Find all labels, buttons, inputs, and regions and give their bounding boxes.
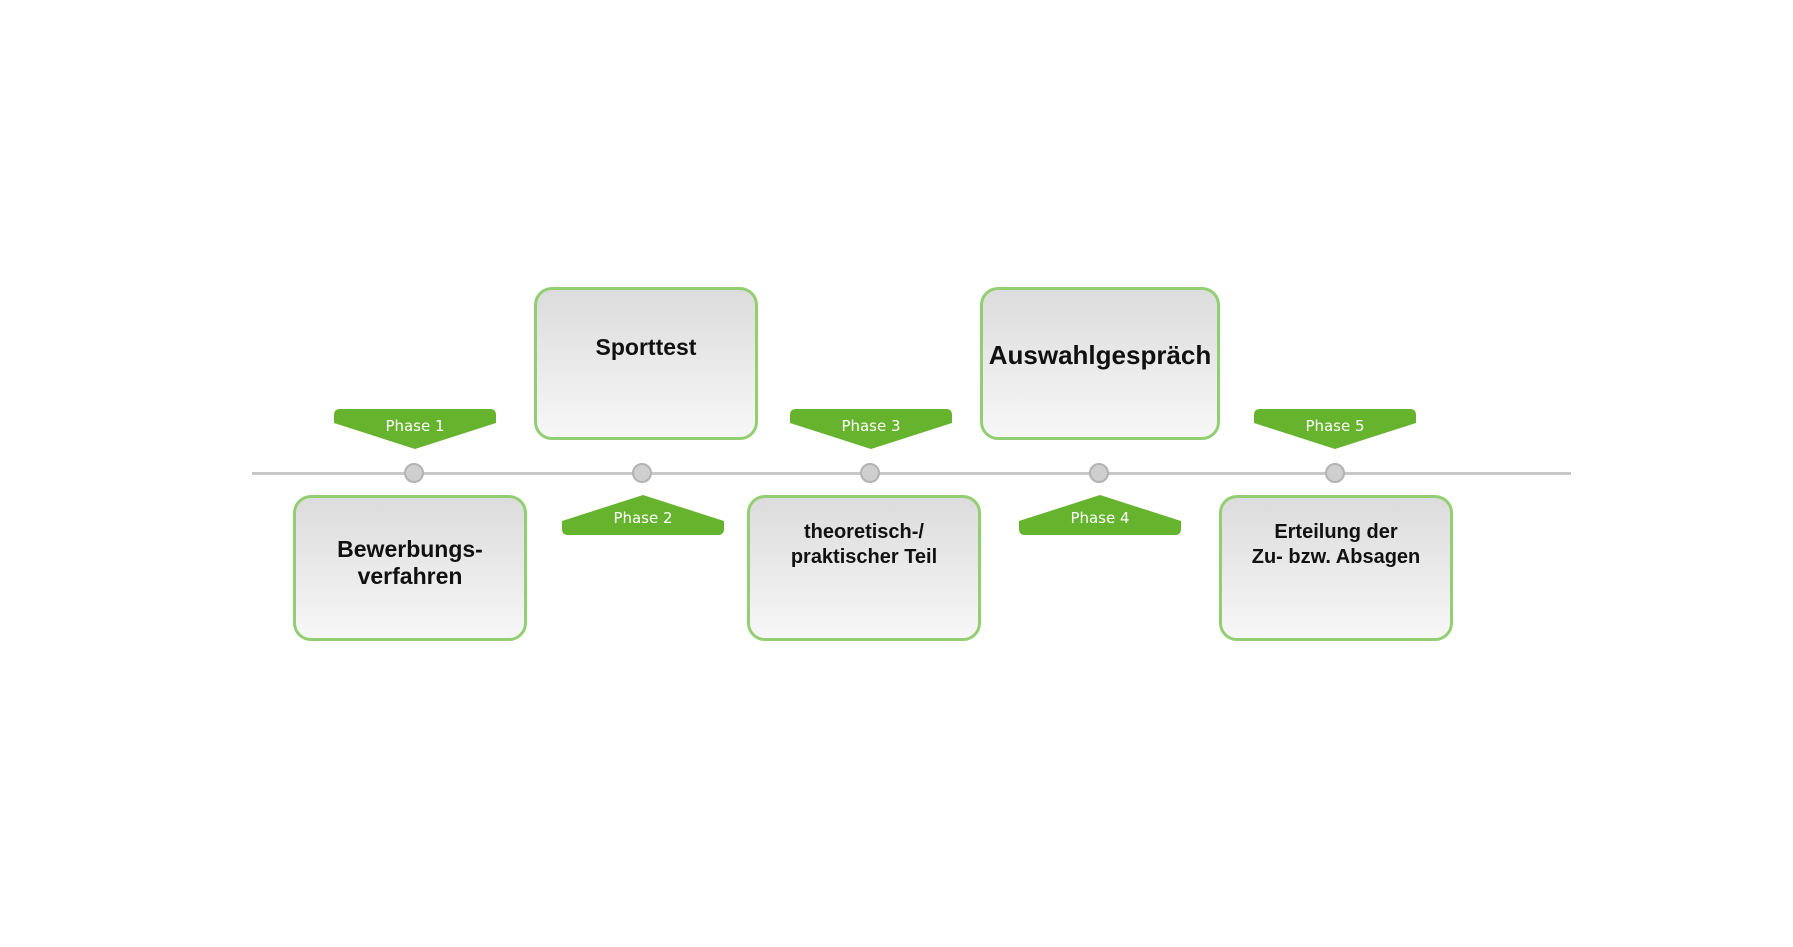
phase-5-tag-shape	[1254, 409, 1416, 449]
timeline-axis	[252, 472, 1571, 475]
phase-4-tag: Phase 4	[1019, 495, 1181, 535]
phase-1-tag-shape	[334, 409, 496, 449]
phase-3-title: theoretisch-/ praktischer Teil	[790, 521, 938, 568]
phase-5-title: Erteilung der Zu- bzw. Absagen	[1251, 521, 1421, 568]
phase-2-tag: Phase 2	[562, 495, 724, 535]
timeline-node-1	[404, 463, 424, 483]
phase-5-tag: Phase 5	[1254, 409, 1416, 449]
timeline-node-5	[1325, 463, 1345, 483]
phase-4-title: Auswahlgespräch	[988, 340, 1212, 370]
phase-4-label: Phase 4	[1070, 509, 1130, 527]
phase-3-label: Phase 3	[841, 417, 901, 435]
phase-1-title: Bewerbungs- verfahren	[337, 536, 483, 589]
phase-5-label: Phase 5	[1305, 417, 1365, 435]
phase-1-tag: Phase 1	[334, 409, 496, 449]
phase-1-card: Bewerbungs- verfahren	[293, 495, 527, 641]
phase-5-card: Erteilung der Zu- bzw. Absagen	[1219, 495, 1453, 641]
timeline-node-3	[860, 463, 880, 483]
phase-2-title: Sporttest	[595, 334, 697, 360]
phase-2-tag-shape	[562, 495, 724, 535]
phase-3-tag: Phase 3	[790, 409, 952, 449]
phase-4-card: Auswahlgespräch	[980, 287, 1220, 440]
phase-3-tag-shape	[790, 409, 952, 449]
timeline-node-4	[1089, 463, 1109, 483]
timeline-node-2	[632, 463, 652, 483]
phase-2-card: Sporttest	[534, 287, 758, 440]
phase-4-tag-shape	[1019, 495, 1181, 535]
phase-1-label: Phase 1	[385, 417, 445, 435]
phase-3-card: theoretisch-/ praktischer Teil	[747, 495, 981, 641]
phase-2-label: Phase 2	[613, 509, 673, 527]
